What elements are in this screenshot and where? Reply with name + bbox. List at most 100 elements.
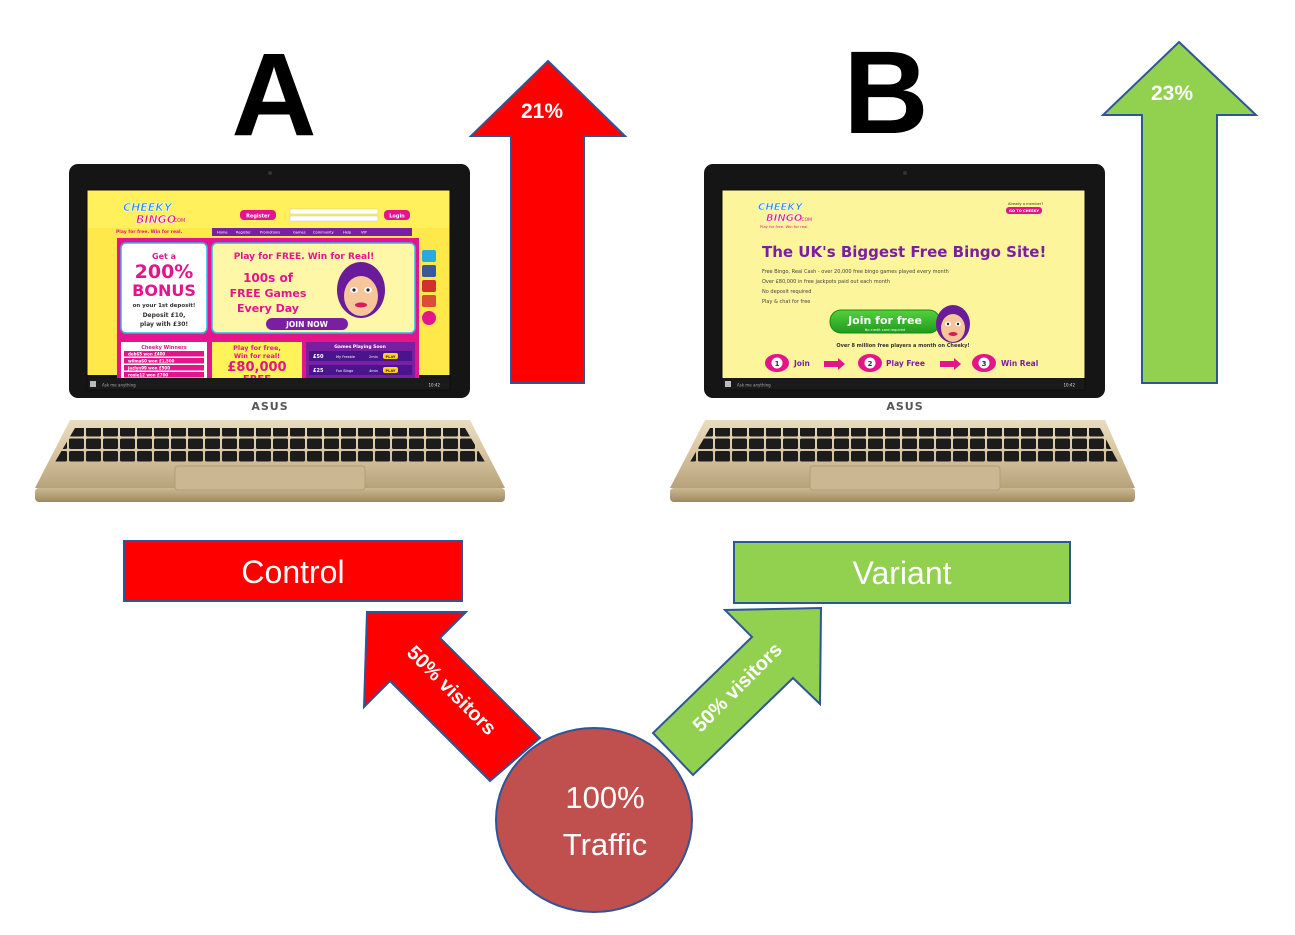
nav-games[interactable]: Games: [293, 231, 306, 235]
join-now-button-a[interactable]: [266, 318, 348, 330]
svg-text:CHEEKY: CHEEKY: [123, 201, 173, 214]
twitter-icon[interactable]: [422, 250, 436, 262]
svg-text:1: 1: [775, 360, 780, 368]
bonus-box[interactable]: [120, 242, 208, 334]
svg-text:BONUS: BONUS: [132, 281, 196, 300]
svg-text:My Freebie: My Freebie: [336, 355, 355, 359]
svg-text:Fun Bingo: Fun Bingo: [336, 369, 353, 373]
svg-text:£80,000: £80,000: [227, 360, 286, 375]
screen-a: CHEEKY BINGO .COM Play for free. Win for…: [87, 190, 450, 390]
game-row[interactable]: [309, 365, 412, 375]
game-row[interactable]: [309, 351, 412, 361]
conversion-rate-a: 21%: [521, 100, 563, 123]
svg-text:Join for free: Join for free: [847, 314, 922, 327]
svg-text:£25: £25: [313, 368, 324, 374]
control-label: Control: [241, 554, 344, 590]
winner-row: jazlyn99 won £500: [127, 365, 170, 370]
svg-text:play with £30!: play with £30!: [140, 321, 188, 328]
variant-box: [733, 541, 1071, 604]
traffic-word: Traffic: [563, 827, 647, 862]
variant-label: Variant: [852, 555, 951, 591]
svg-text:JOIN NOW: JOIN NOW: [285, 320, 328, 329]
svg-text:4min: 4min: [369, 369, 378, 373]
svg-text:No credit card required: No credit card required: [865, 328, 905, 332]
svg-text:on your 1st deposit!: on your 1st deposit!: [133, 303, 196, 309]
laptop-a: ASUS CHEEKY BINGO .COM Play for free. Wi…: [35, 164, 505, 502]
bullet-item: No deposit required: [762, 289, 811, 295]
mascot-b: [936, 305, 970, 343]
nav-vip[interactable]: VIP: [361, 231, 368, 235]
players-text: Over 8 million free players a month on C…: [836, 343, 969, 349]
svg-text:Join: Join: [793, 359, 810, 368]
traffic-circle: [495, 727, 693, 913]
bullet-item: Over £80,000 in free jackpots paid out e…: [762, 279, 890, 285]
svg-text:10:42: 10:42: [428, 383, 440, 388]
svg-text:CHEEKY: CHEEKY: [758, 202, 804, 213]
cheeky-bingo-logo-b: CHEEKY BINGO .COM: [758, 202, 812, 225]
laptop-b: ASUS CHEEKY BINGO .COM Play for free. Wi…: [670, 164, 1135, 502]
member-text: Already a member?: [1008, 202, 1043, 206]
nav-home[interactable]: Home: [217, 231, 228, 235]
winner-row: wilma60 won £1,500: [128, 358, 175, 363]
svg-text:10:42: 10:42: [1063, 383, 1075, 388]
taskbar-a: [87, 378, 450, 390]
split-arrow-right: 50% visitors: [651, 606, 823, 777]
svg-text:2: 2: [868, 360, 873, 368]
steps-b: 1 Join 2 Play Free 3 Win Real: [765, 354, 1038, 372]
svg-text:PLAY: PLAY: [386, 369, 396, 373]
tagline-a: Play for free. Win for real.: [116, 229, 183, 235]
svg-text:Play Free: Play Free: [886, 359, 925, 368]
mascot-a: [337, 262, 385, 318]
nav-register[interactable]: Register: [236, 231, 251, 235]
conversion-arrow-b: 23%: [1100, 40, 1259, 384]
username-field-a[interactable]: [289, 208, 379, 215]
svg-text:200%: 200%: [135, 261, 194, 283]
svg-text:2min: 2min: [369, 355, 378, 359]
taskbar-b: [722, 378, 1085, 390]
svg-text:Win Real: Win Real: [1001, 359, 1038, 368]
traffic-percent: 100%: [565, 780, 644, 815]
conversion-rate-b: 23%: [1151, 82, 1193, 105]
svg-text:100s of: 100s of: [243, 271, 294, 285]
svg-text:Win for real!: Win for real!: [234, 352, 280, 360]
badge-icon: [422, 311, 436, 325]
jackpot-box: [212, 342, 302, 378]
nav-promotions[interactable]: Promotions: [260, 231, 280, 235]
svg-text:BINGO: BINGO: [766, 213, 803, 224]
svg-text:Deposit £10,: Deposit £10,: [143, 312, 186, 319]
svg-text:3: 3: [982, 360, 987, 368]
facebook-icon[interactable]: [422, 265, 436, 277]
headline-b: The UK's Biggest Free Bingo Site!: [762, 243, 1046, 261]
conversion-arrow-a: 21%: [468, 59, 628, 384]
svg-text:Get a: Get a: [152, 252, 176, 261]
svg-text:Every Day: Every Day: [237, 302, 299, 315]
register-button-a[interactable]: [240, 210, 276, 220]
svg-text:£50: £50: [313, 354, 324, 360]
login-button-a[interactable]: [384, 210, 410, 220]
winner-row: deb65 won £400: [128, 351, 165, 356]
svg-text:.COM: .COM: [800, 217, 812, 223]
svg-text:Ask me anything: Ask me anything: [737, 383, 771, 388]
youtube-icon[interactable]: [422, 280, 436, 292]
password-field-a[interactable]: [289, 215, 379, 222]
svg-text:.COM: .COM: [172, 218, 185, 224]
go-to-cheeky-button[interactable]: [1006, 207, 1042, 214]
svg-text:PLAY: PLAY: [386, 355, 396, 359]
tagline-b: Play for free. Win for real.: [760, 224, 809, 229]
cheeky-bingo-logo-a: CHEEKY BINGO .COM: [123, 201, 186, 227]
google-plus-icon[interactable]: [422, 295, 436, 307]
screen-b: CHEEKY BINGO .COM Play for free. Win for…: [722, 190, 1085, 390]
bullet-item: Free Bingo, Real Cash - over 20,000 free…: [762, 269, 949, 275]
nav-help[interactable]: Help: [343, 231, 352, 235]
svg-text:Cheeky Winners: Cheeky Winners: [141, 345, 187, 351]
nav-community[interactable]: Community: [313, 231, 335, 235]
variant-a-letter: A: [231, 29, 316, 161]
step-arrow-icon: [940, 358, 961, 370]
bullet-item: Play & chat for free: [762, 299, 810, 305]
step-arrow-icon: [824, 358, 845, 370]
svg-text:Ask me anything: Ask me anything: [102, 383, 136, 388]
variant-b-letter: B: [843, 27, 928, 159]
nav-bar-a: Home Register Promotions Games Community…: [217, 231, 368, 235]
svg-text:Games Playing Soon: Games Playing Soon: [334, 344, 386, 350]
